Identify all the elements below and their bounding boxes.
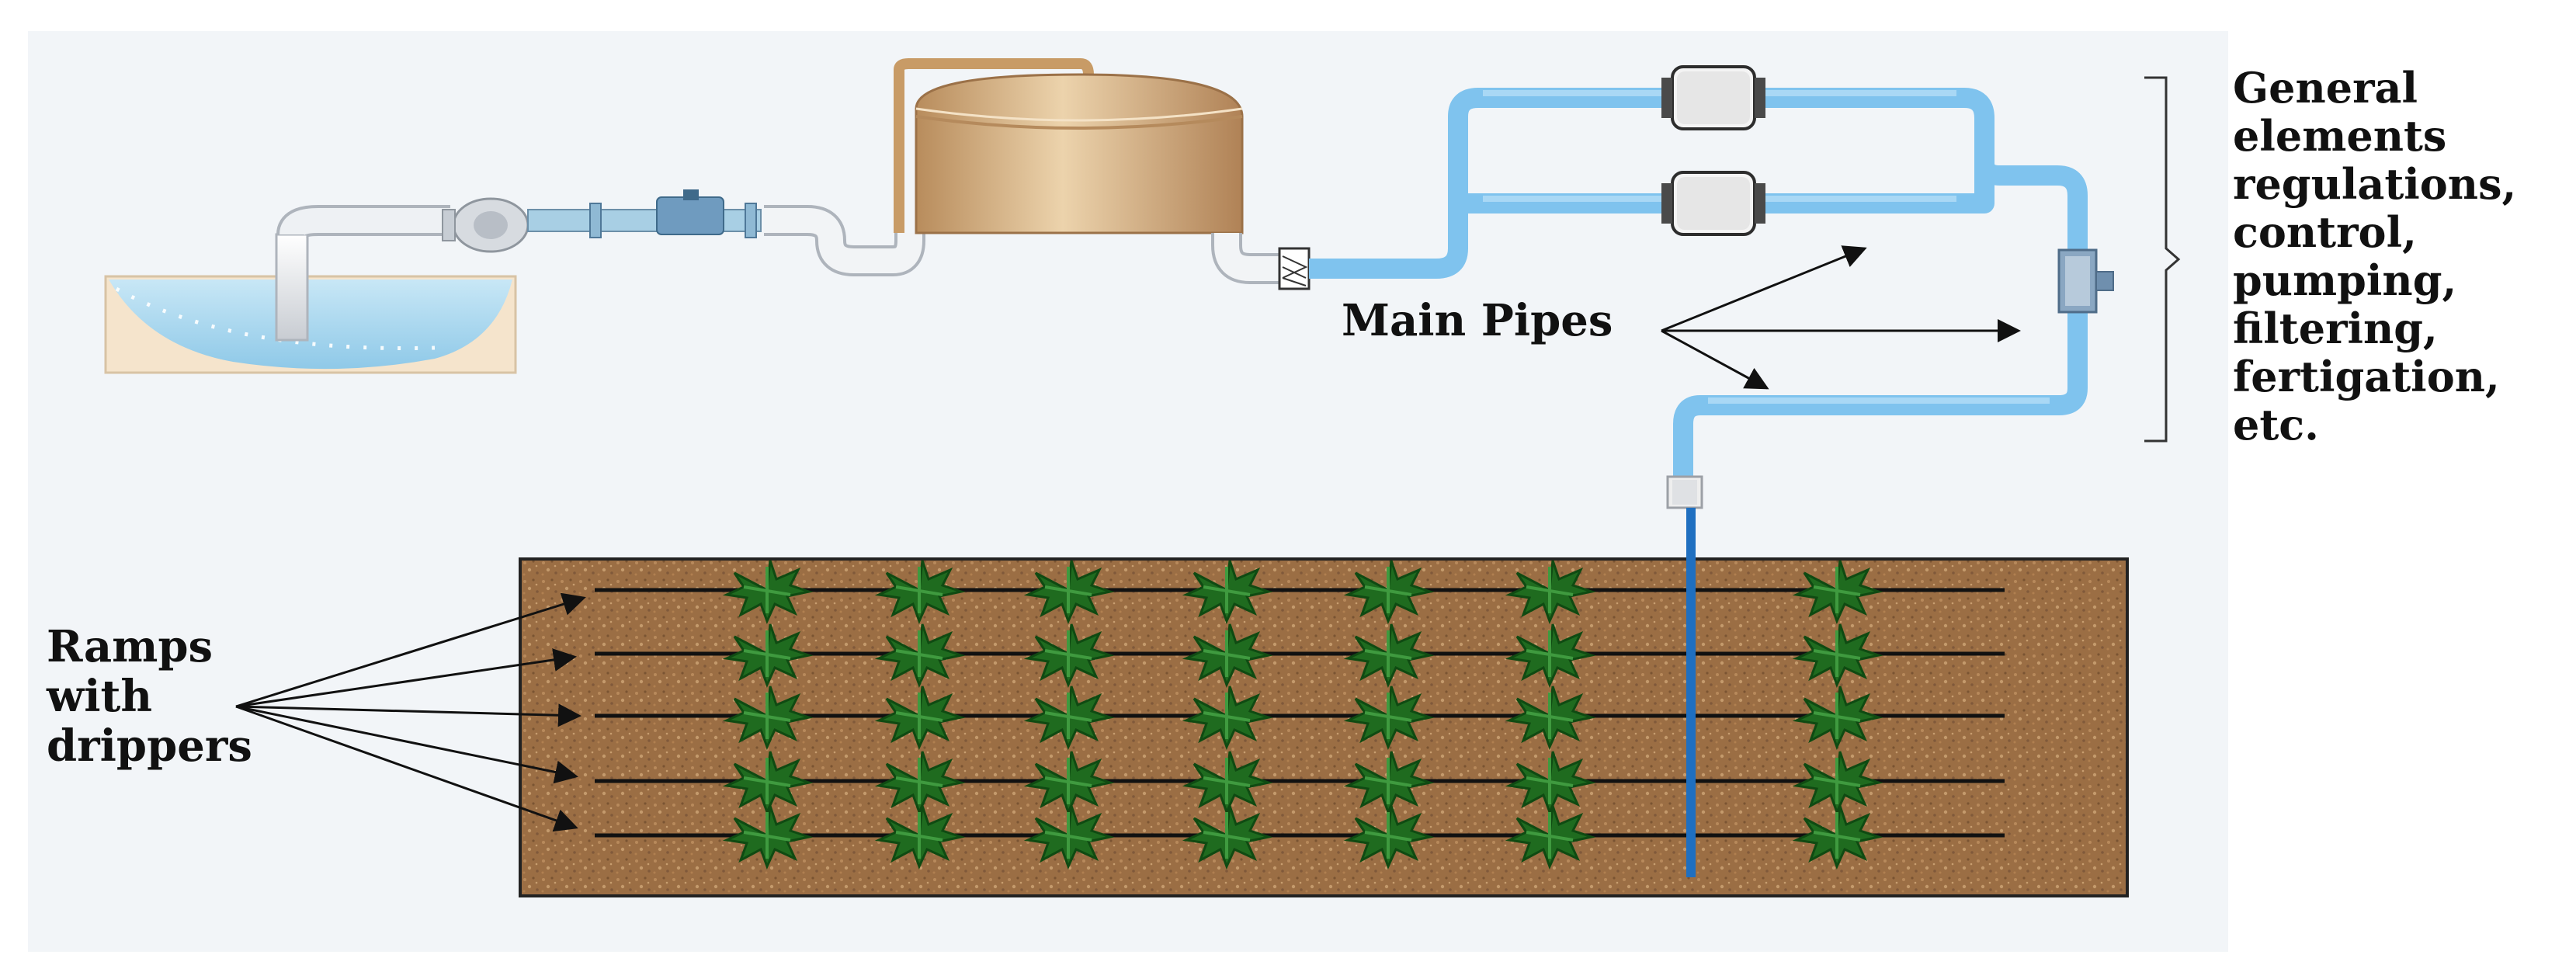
ramps-arrows xyxy=(235,592,586,832)
pump-icon xyxy=(442,197,529,253)
lateral-lines xyxy=(595,588,2005,838)
valve-icon xyxy=(527,189,762,238)
storage-tank-icon xyxy=(894,58,1244,234)
general-label-line: filtering, xyxy=(2233,304,2438,353)
valve-icon xyxy=(1661,171,1765,236)
general-elements-label: General elements regulations, control, p… xyxy=(2233,63,2531,450)
general-label-line: General xyxy=(2233,63,2418,113)
control-valve-icon xyxy=(2057,248,2114,314)
ramps-label-line: with xyxy=(46,671,152,722)
general-label-line: control, xyxy=(2233,207,2417,257)
general-label-line: elements xyxy=(2233,111,2446,161)
tank-inlet-pipe xyxy=(764,205,925,276)
main-pipes-label: Main Pipes xyxy=(1342,295,1613,346)
water-reservoir xyxy=(104,275,517,374)
pipe-fitting xyxy=(1666,475,1703,509)
main-pipes-arrows xyxy=(1661,245,2021,390)
general-elements-bracket xyxy=(2144,76,2181,443)
general-label-line: regulations, xyxy=(2233,159,2516,209)
valve-icon xyxy=(1661,65,1765,130)
general-label-line: fertigation, xyxy=(2233,352,2500,401)
general-label-line: etc. xyxy=(2233,400,2319,450)
ramps-label: Ramps with drippers xyxy=(46,621,252,772)
tank-outlet-pipe xyxy=(1211,233,1289,284)
suction-pipe xyxy=(275,205,450,342)
ramps-label-line: Ramps xyxy=(47,621,213,672)
general-label-line: pumping, xyxy=(2233,255,2456,305)
ramps-label-line: drippers xyxy=(47,720,252,772)
filter-icon xyxy=(1278,247,1311,290)
